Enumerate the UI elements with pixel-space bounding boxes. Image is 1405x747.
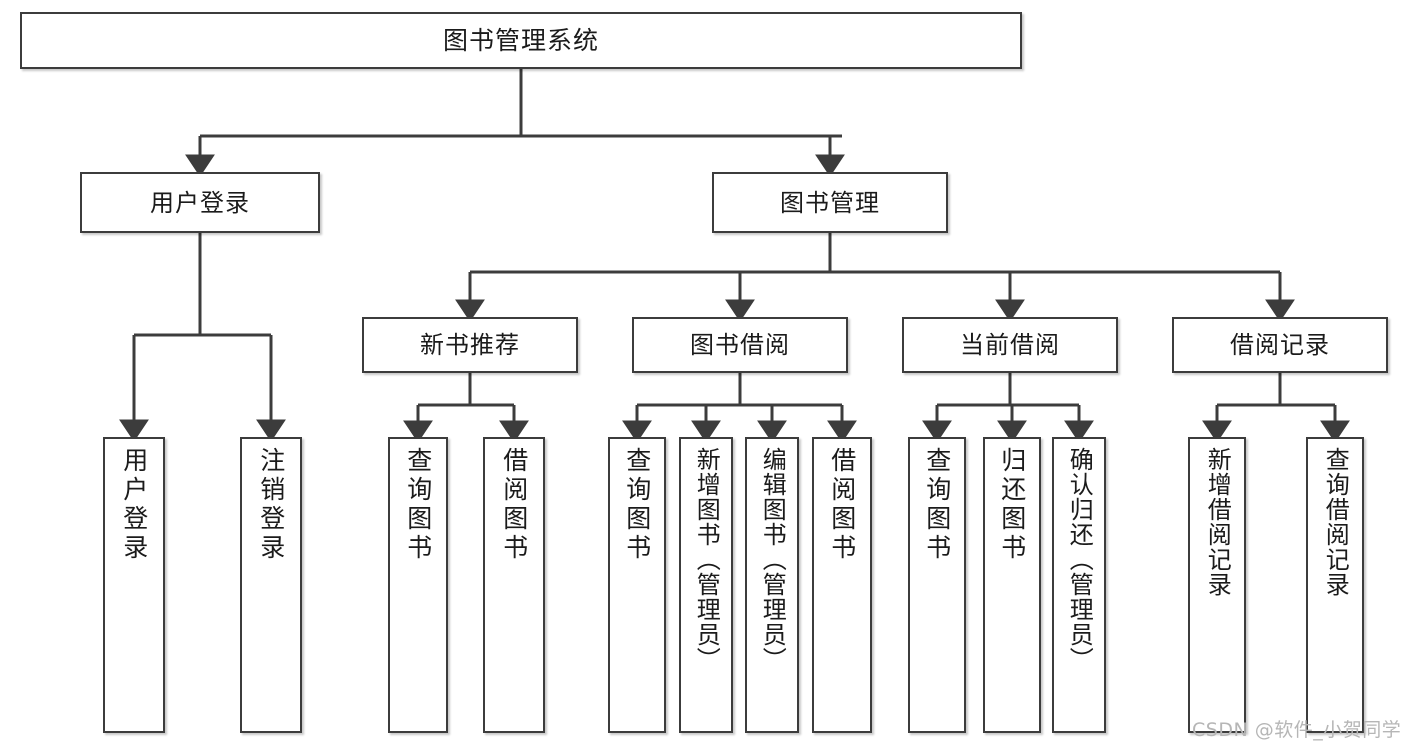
node-leaf-6-label: 编辑图书（管理员）: [758, 447, 787, 672]
node-leaf-9[interactable]: 归还图书: [983, 437, 1041, 733]
node-tier2-0[interactable]: 用户登录: [80, 172, 320, 233]
node-tier3-1-label: 图书借阅: [690, 331, 790, 359]
node-leaf-11-label: 新增借阅记录: [1203, 447, 1232, 597]
node-leaf-1-label: 注销登录: [256, 447, 286, 563]
node-tier2-0-label: 用户登录: [150, 188, 250, 217]
node-leaf-7-label: 借阅图书: [827, 447, 857, 563]
node-leaf-2[interactable]: 查询图书: [388, 437, 448, 733]
node-leaf-4[interactable]: 查询图书: [608, 437, 666, 733]
node-leaf-2-label: 查询图书: [403, 447, 433, 563]
node-leaf-3[interactable]: 借阅图书: [483, 437, 545, 733]
node-leaf-12-label: 查询借阅记录: [1321, 447, 1350, 597]
node-tier3-3[interactable]: 借阅记录: [1172, 317, 1388, 373]
node-tier3-2-label: 当前借阅: [960, 331, 1060, 359]
node-leaf-9-label: 归还图书: [997, 447, 1027, 563]
node-root-label: 图书管理系统: [442, 26, 599, 55]
node-leaf-0-label: 用户登录: [119, 447, 149, 563]
node-leaf-8-label: 查询图书: [922, 447, 952, 563]
node-leaf-6[interactable]: 编辑图书（管理员）: [745, 437, 799, 733]
node-leaf-5[interactable]: 新增图书（管理员）: [679, 437, 733, 733]
node-tier3-1[interactable]: 图书借阅: [632, 317, 848, 373]
node-tier3-0-label: 新书推荐: [420, 331, 520, 359]
node-tier2-1-label: 图书管理: [780, 188, 880, 217]
node-leaf-4-label: 查询图书: [622, 447, 652, 563]
node-leaf-10-label: 确认归还（管理员）: [1065, 447, 1094, 672]
node-leaf-10[interactable]: 确认归还（管理员）: [1052, 437, 1106, 733]
node-tier2-1[interactable]: 图书管理: [712, 172, 948, 233]
csdn-watermark: CSDN @软件_小贺同学: [1192, 719, 1402, 741]
node-root[interactable]: 图书管理系统: [20, 12, 1022, 69]
node-leaf-5-label: 新增图书（管理员）: [692, 447, 721, 672]
node-tier3-0[interactable]: 新书推荐: [362, 317, 578, 373]
node-leaf-11[interactable]: 新增借阅记录: [1188, 437, 1246, 733]
node-leaf-8[interactable]: 查询图书: [908, 437, 966, 733]
node-leaf-7[interactable]: 借阅图书: [812, 437, 872, 733]
node-leaf-1[interactable]: 注销登录: [240, 437, 302, 733]
node-leaf-0[interactable]: 用户登录: [103, 437, 165, 733]
node-tier3-2[interactable]: 当前借阅: [902, 317, 1118, 373]
node-tier3-3-label: 借阅记录: [1230, 331, 1330, 359]
node-leaf-12[interactable]: 查询借阅记录: [1306, 437, 1364, 733]
node-leaf-3-label: 借阅图书: [499, 447, 529, 563]
